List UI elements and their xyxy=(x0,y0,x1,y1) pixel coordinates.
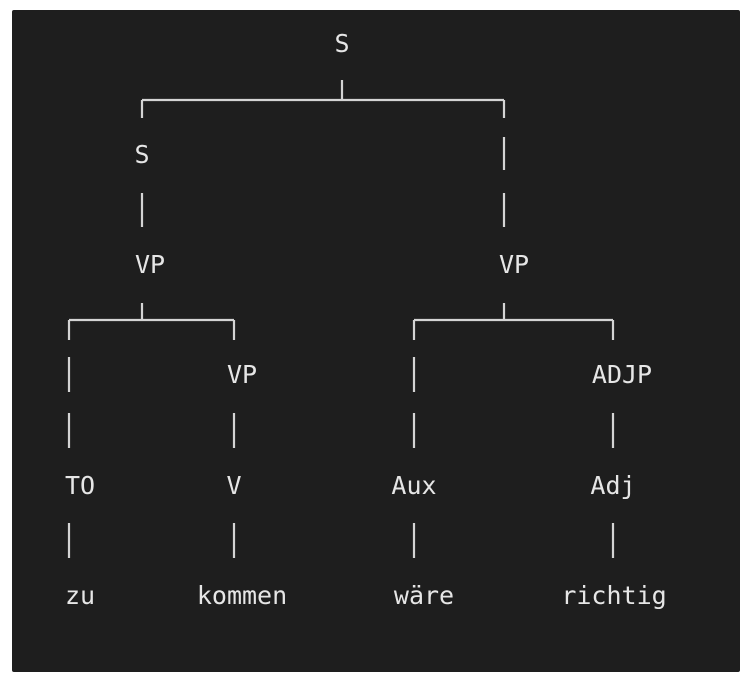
tree-nodes: S S VP VP VP ADJP TO V Aux Adj xyxy=(65,29,652,500)
node-root-s: S xyxy=(334,29,349,58)
node-v: V xyxy=(226,471,241,500)
node-left-s: S xyxy=(134,140,149,169)
terminal-window xyxy=(12,10,740,672)
leaf-word: wäre xyxy=(394,581,454,610)
node-adj: Adj xyxy=(590,471,635,500)
node-to: TO xyxy=(65,471,95,500)
node-aux: Aux xyxy=(391,471,436,500)
tree-leaves: zu kommen wäre richtig xyxy=(65,581,667,610)
node-left-vp: VP xyxy=(135,250,165,279)
leaf-word: kommen xyxy=(197,581,287,610)
leaf-word: zu xyxy=(65,581,95,610)
tree-edges xyxy=(67,80,615,558)
node-inner-vp: VP xyxy=(227,360,257,389)
node-right-vp: VP xyxy=(499,250,529,279)
node-adjp: ADJP xyxy=(592,360,652,389)
leaf-word: richtig xyxy=(561,581,666,610)
